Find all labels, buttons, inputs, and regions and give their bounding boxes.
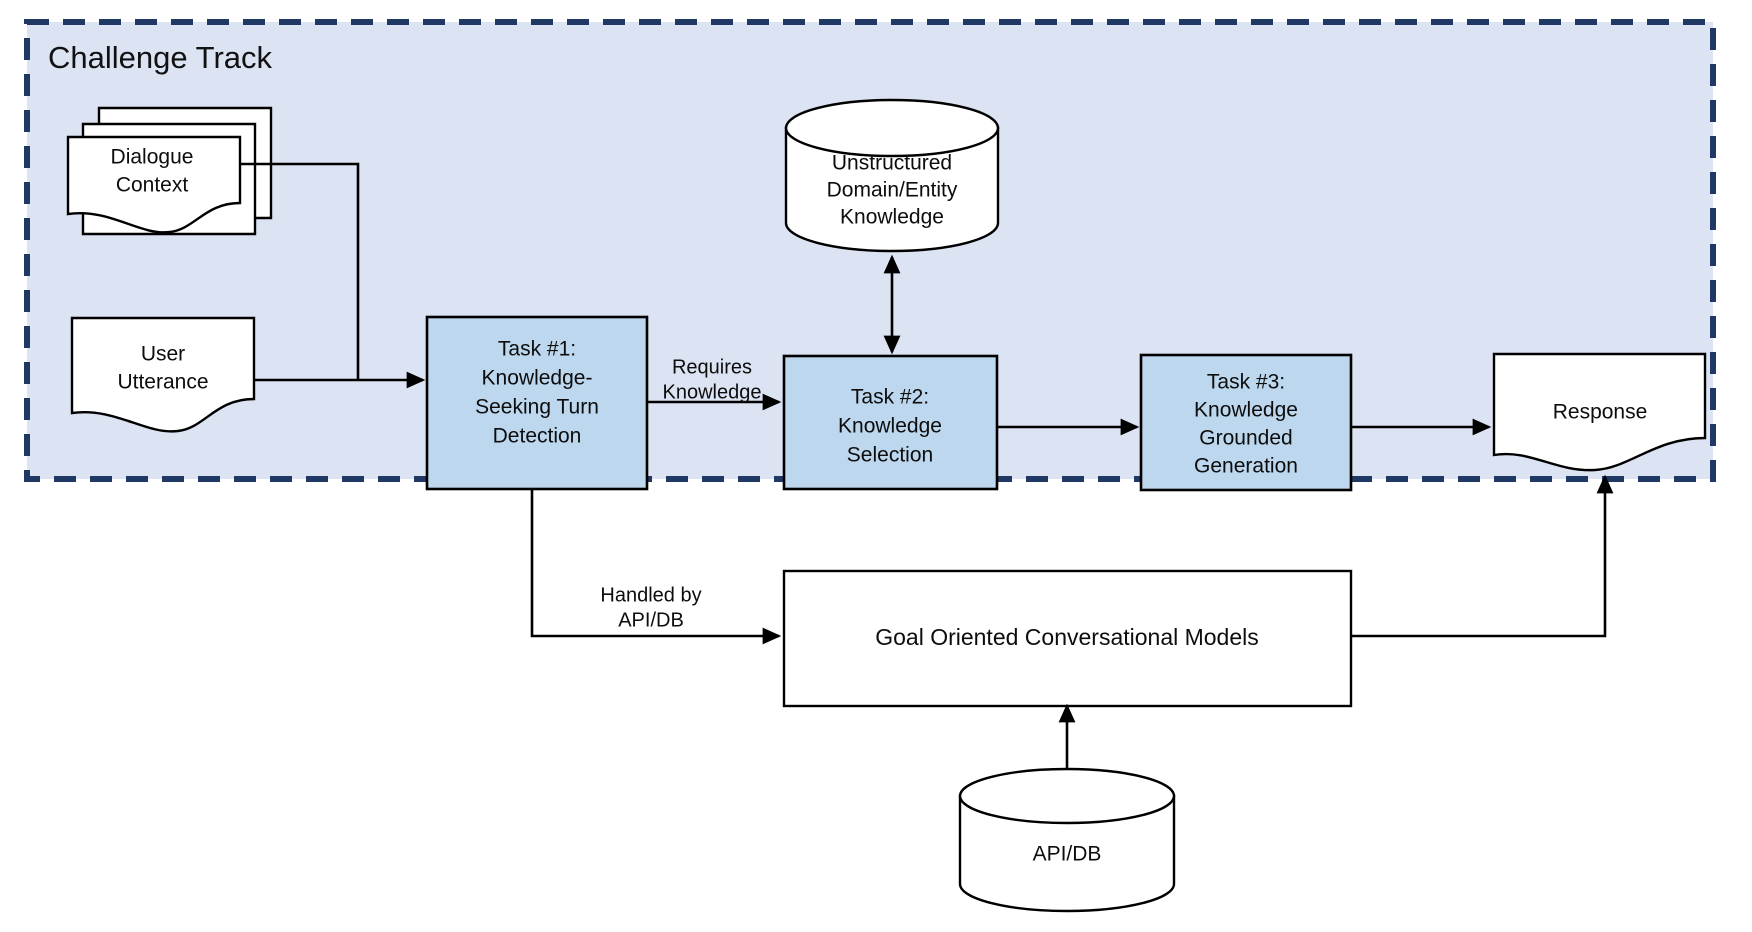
- edge-label-requires-knowledge-line1: Requires: [672, 356, 752, 378]
- knowledge-store-top: [784, 98, 1000, 158]
- task1-box: [425, 315, 649, 491]
- edge-dialogue-context-to-task1: [240, 162, 360, 380]
- api-db-body: [958, 794, 1176, 913]
- goal-models-box: [782, 569, 1353, 708]
- task2-label-line3: Selection: [847, 444, 933, 467]
- user-utterance-shape: [70, 316, 256, 433]
- task1-label-line2: Knowledge-: [482, 367, 593, 390]
- task3-label-line3: Grounded: [1199, 427, 1292, 450]
- knowledge-store-label-line3: Knowledge: [840, 206, 944, 229]
- task1-node: Task #1: Knowledge- Seeking Turn Detecti…: [425, 315, 649, 491]
- goal-models-label: Goal Oriented Conversational Models: [875, 624, 1259, 650]
- api-db-label: API/DB: [1033, 843, 1102, 866]
- edge-task1-to-goal-models: [530, 489, 782, 645]
- goal-models-node: Goal Oriented Conversational Models: [782, 569, 1353, 708]
- dialogue-context-label-line2: Context: [116, 174, 189, 197]
- user-utterance-node: User Utterance: [70, 316, 256, 433]
- knowledge-store-label-line2: Domain/Entity: [827, 179, 958, 202]
- dialogue-context-sheet-front: [66, 135, 242, 234]
- user-utterance-label-line2: Utterance: [117, 371, 208, 394]
- api-db-top: [958, 767, 1176, 825]
- task1-label-line1: Task #1:: [498, 338, 576, 361]
- dialogue-context-label-line1: Dialogue: [111, 146, 194, 169]
- task3-label-line4: Generation: [1194, 455, 1298, 478]
- edge-label-handled-by-line1: Handled by: [600, 584, 701, 606]
- task3-label-line1: Task #3:: [1207, 371, 1285, 394]
- challenge-track-title: Challenge Track: [48, 40, 273, 75]
- task3-box: [1139, 353, 1353, 492]
- response-node: Response: [1492, 352, 1707, 472]
- task1-label-line3: Seeking Turn: [475, 396, 599, 419]
- api-db-node: API/DB: [958, 767, 1176, 913]
- task1-label-line4: Detection: [493, 425, 582, 448]
- edge-label-requires-knowledge-line2: Knowledge: [663, 381, 762, 403]
- edge-goal-models-to-response: [1351, 474, 1614, 638]
- knowledge-store-body: [784, 126, 1000, 253]
- dialogue-context-node: Dialogue Context: [66, 106, 273, 236]
- task3-node: Task #3: Knowledge Grounded Generation: [1139, 353, 1353, 492]
- task2-label-line2: Knowledge: [838, 415, 942, 438]
- response-label: Response: [1553, 401, 1648, 424]
- knowledge-store-label-line1: Unstructured: [832, 152, 952, 175]
- task3-label-line2: Knowledge: [1194, 399, 1298, 422]
- knowledge-store-node: Unstructured Domain/Entity Knowledge: [784, 98, 1000, 253]
- user-utterance-label-line1: User: [141, 343, 185, 366]
- task2-label-line1: Task #2:: [851, 386, 929, 409]
- task2-box: [782, 354, 999, 491]
- edge-label-handled-by-line2: API/DB: [618, 609, 684, 631]
- response-shape: [1492, 352, 1707, 472]
- task2-node: Task #2: Knowledge Selection: [782, 354, 999, 491]
